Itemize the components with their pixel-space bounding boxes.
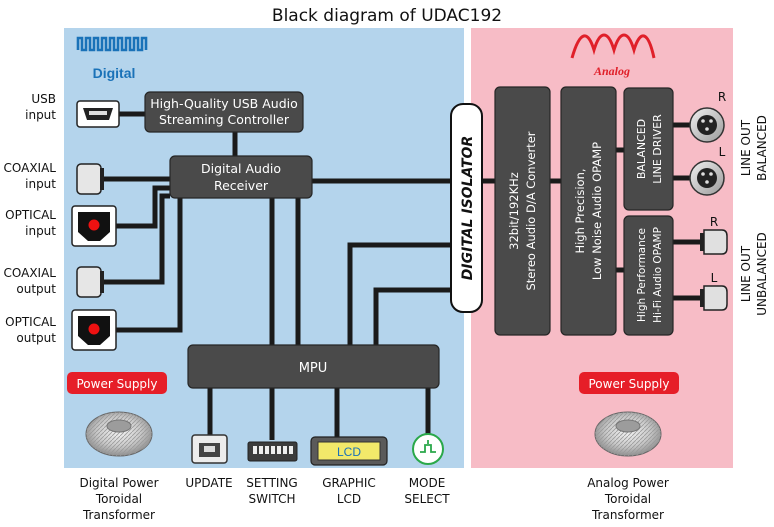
digital-toroid-icon bbox=[85, 411, 153, 457]
balanced-driver-label-1: BALANCED bbox=[635, 119, 648, 179]
optical-output-jack-icon bbox=[71, 309, 117, 351]
optical-input-label-2: input bbox=[25, 224, 56, 238]
graphic-lcd-icon: LCD bbox=[310, 436, 388, 466]
coaxial-input-label-2: input bbox=[25, 177, 56, 191]
rca-left-label: L bbox=[711, 271, 718, 285]
signal-lines bbox=[100, 111, 700, 440]
digital-wave-icon bbox=[76, 36, 148, 52]
mpu-label: MPU bbox=[299, 361, 328, 376]
optical-output-label-1: OPTICAL bbox=[5, 315, 56, 329]
update-label: UPDATE bbox=[185, 476, 232, 490]
mode-select-button-icon bbox=[412, 433, 444, 465]
analog-transformer-label-1: Analog Power bbox=[587, 476, 669, 490]
digital-isolator-label: DIGITAL ISOLATOR bbox=[460, 136, 476, 280]
graphic-lcd-label-1: GRAPHIC bbox=[322, 476, 376, 490]
mpu-block: MPU bbox=[187, 344, 440, 389]
dac-label-1: 32bit/192KHz bbox=[507, 172, 521, 250]
digital-power-supply-label: Power Supply bbox=[77, 377, 158, 391]
analog-toroid-icon bbox=[594, 411, 662, 457]
usb-controller-label-1: High-Quality USB Audio bbox=[150, 96, 298, 111]
hifi-opamp-block: High Performance Hi-Fi Audio OPAMP bbox=[623, 215, 674, 336]
usb-b-port-icon bbox=[191, 434, 228, 464]
optical-output-label-2: output bbox=[16, 331, 56, 345]
diagram-title: Black diagram of UDAC192 bbox=[272, 6, 502, 26]
opamp-label-2: Low Noise Audio OPAMP bbox=[590, 142, 604, 280]
dac-block: 32bit/192KHz Stereo Audio D/A Converter bbox=[494, 86, 551, 336]
digital-label: Digital bbox=[93, 65, 136, 81]
mode-select-label-2: SELECT bbox=[404, 492, 450, 506]
opamp-label-1: High Precision, bbox=[573, 168, 587, 253]
usb-controller-label-2: Streaming Controller bbox=[159, 112, 290, 127]
mode-select-label-1: MODE bbox=[409, 476, 446, 490]
usb-port-icon bbox=[76, 100, 120, 128]
coaxial-output-label-1: COAXIAL bbox=[4, 266, 57, 280]
coaxial-output-jack-icon bbox=[76, 266, 104, 298]
rca-right-jack-icon bbox=[700, 229, 728, 255]
rca-left-jack-icon bbox=[700, 285, 728, 311]
receiver-label-2: Receiver bbox=[214, 178, 269, 193]
analog-label: Analog bbox=[593, 64, 630, 78]
lcd-screen-text: LCD bbox=[337, 445, 361, 459]
xlr-left-jack-icon bbox=[689, 160, 725, 196]
xlr-left-label: L bbox=[719, 145, 726, 159]
dip-switch-icon bbox=[247, 441, 298, 462]
digital-transformer-label-2: Toroidal bbox=[95, 492, 142, 506]
unbalanced-output-label-2: UNBALANCED bbox=[755, 232, 769, 316]
setting-switch-label-1: SETTING bbox=[246, 476, 297, 490]
usb-controller-block: High-Quality USB Audio Streaming Control… bbox=[144, 91, 304, 133]
balanced-output-label-2: BALANCED bbox=[755, 115, 769, 181]
graphic-lcd-label-2: LCD bbox=[337, 492, 361, 506]
analog-transformer-label-3: Transformer bbox=[591, 508, 664, 522]
analog-power-supply-badge: Power Supply bbox=[579, 372, 679, 394]
balanced-driver-label-2: LINE DRIVER bbox=[651, 114, 664, 184]
optical-input-label-1: OPTICAL bbox=[5, 208, 56, 222]
coaxial-input-label-1: COAXIAL bbox=[4, 161, 57, 175]
balanced-driver-block: BALANCED LINE DRIVER bbox=[623, 87, 674, 211]
analog-power-supply-label: Power Supply bbox=[589, 377, 670, 391]
usb-input-label-1: USB bbox=[31, 92, 56, 106]
digital-transformer-label-1: Digital Power bbox=[79, 476, 158, 490]
balanced-output-label-1: LINE OUT bbox=[739, 119, 753, 176]
usb-input-label-2: input bbox=[25, 108, 56, 122]
receiver-label-1: Digital Audio bbox=[201, 161, 281, 176]
opamp-block: High Precision, Low Noise Audio OPAMP bbox=[560, 86, 617, 336]
hifi-opamp-label-2: Hi-Fi Audio OPAMP bbox=[652, 227, 664, 323]
coaxial-output-label-2: output bbox=[16, 282, 56, 296]
hifi-opamp-label-1: High Performance bbox=[636, 228, 648, 322]
analog-transformer-label-2: Toroidal bbox=[604, 492, 651, 506]
digital-isolator-block: DIGITAL ISOLATOR bbox=[450, 103, 483, 313]
xlr-right-jack-icon bbox=[689, 107, 725, 143]
digital-transformer-label-3: Transformer bbox=[82, 508, 155, 522]
analog-wave-icon bbox=[570, 33, 656, 59]
coaxial-input-jack-icon bbox=[76, 163, 104, 195]
dac-label-2: Stereo Audio D/A Converter bbox=[524, 131, 538, 290]
xlr-right-label: R bbox=[718, 90, 726, 104]
receiver-block: Digital Audio Receiver bbox=[169, 155, 313, 199]
setting-switch-label-2: SWITCH bbox=[248, 492, 295, 506]
rca-right-label: R bbox=[710, 215, 718, 229]
optical-input-jack-icon bbox=[71, 205, 117, 247]
digital-power-supply-badge: Power Supply bbox=[67, 372, 167, 394]
unbalanced-output-label-1: LINE OUT bbox=[739, 245, 753, 302]
